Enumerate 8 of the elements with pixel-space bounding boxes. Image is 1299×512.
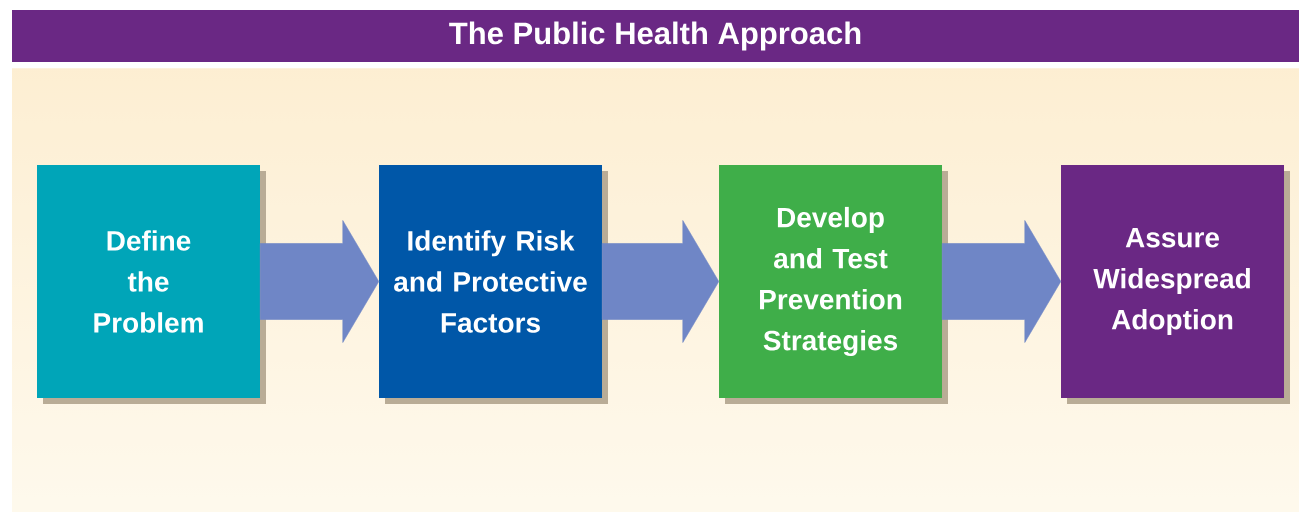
step-box: Develop and Test Prevention Strategies bbox=[719, 165, 948, 404]
step-box: Identify Risk and Protective Factors bbox=[379, 165, 608, 404]
block-arrow bbox=[601, 220, 720, 343]
title-bar: The Public Health Approach bbox=[12, 10, 1299, 62]
step-box: Assure Widespread Adoption bbox=[1061, 165, 1290, 404]
block-arrow bbox=[941, 220, 1062, 343]
block-arrow bbox=[259, 220, 380, 343]
step-box: Define the Problem bbox=[37, 165, 266, 404]
